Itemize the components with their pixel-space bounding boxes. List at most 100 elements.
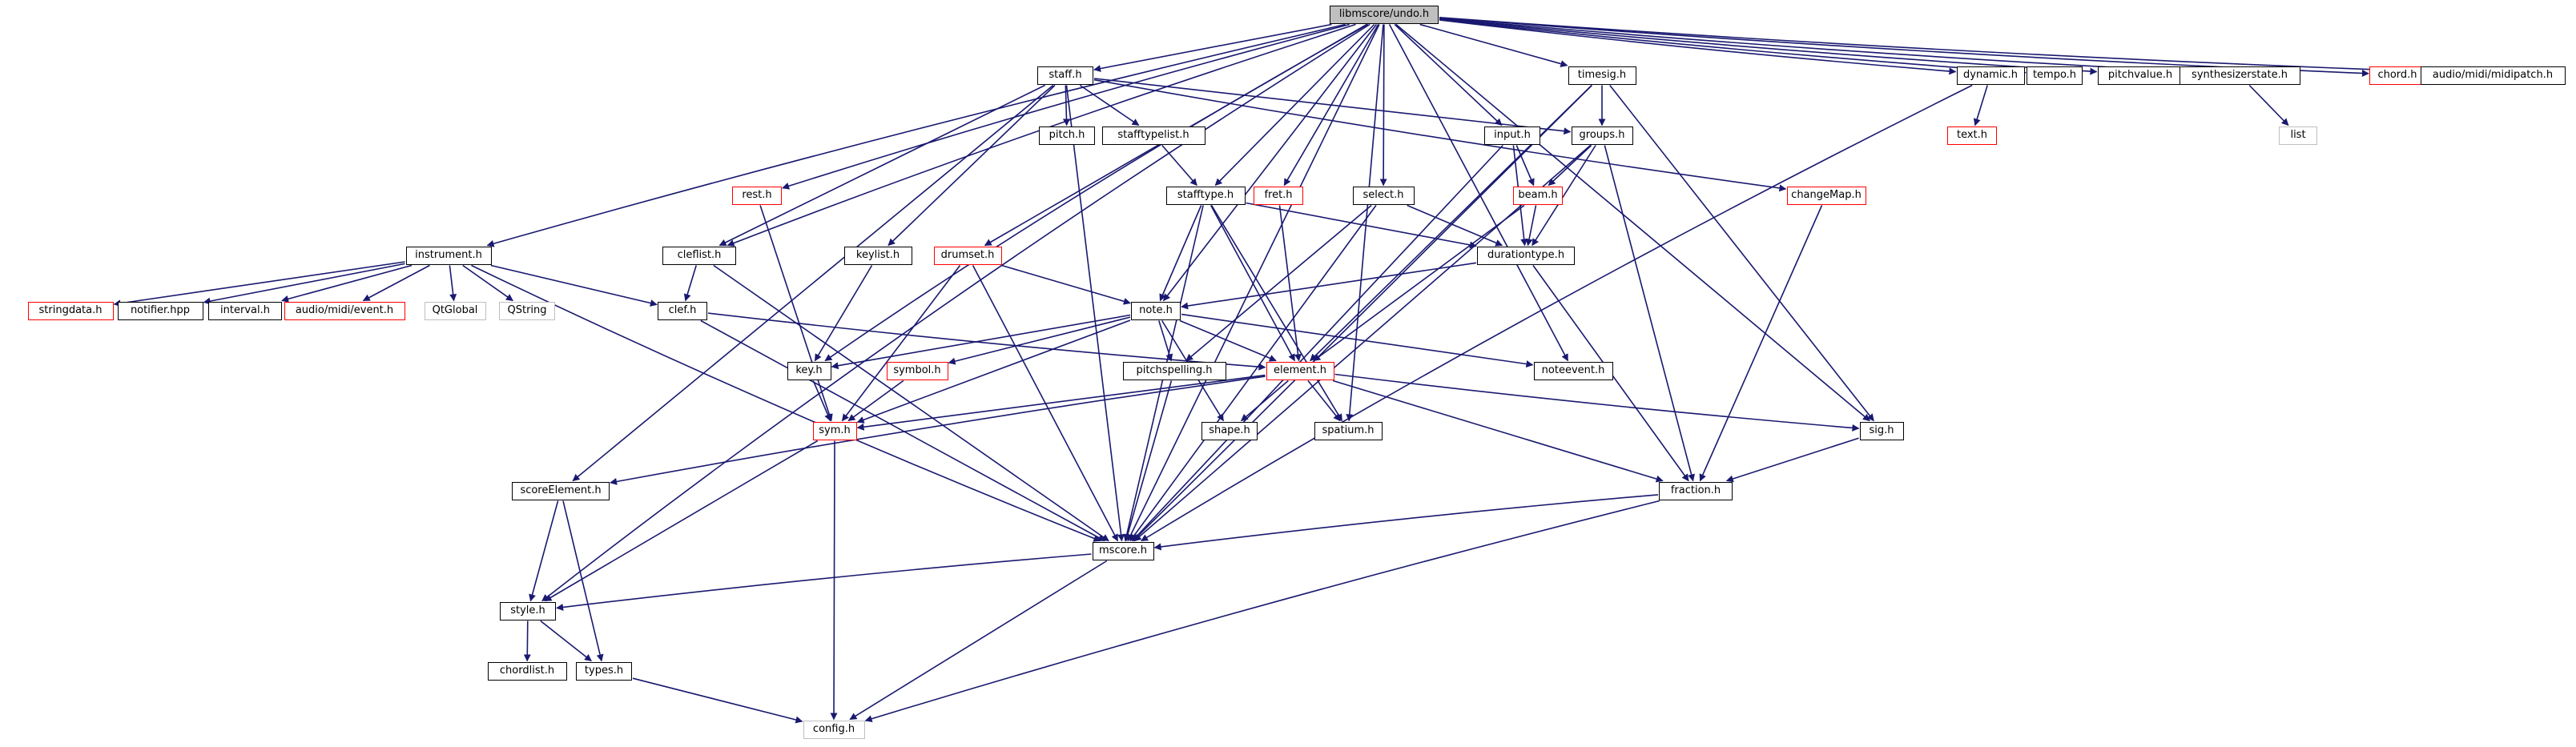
- edge-staff-to-changemap: [1093, 78, 1787, 192]
- edge-style-to-types: [540, 620, 592, 662]
- node-element[interactable]: element.h: [1266, 361, 1334, 380]
- edge-select-to-durationtype: [1407, 204, 1503, 247]
- edge-stafftype-to-durationtype: [1246, 202, 1477, 249]
- edge-dynamic-to-text: [1973, 85, 1988, 127]
- edge-keylist-to-key: [814, 265, 873, 362]
- node-sig[interactable]: sig.h: [1859, 421, 1904, 440]
- edge-instrument-to-clef: [490, 264, 658, 307]
- edge-input-to-beam: [1515, 145, 1535, 187]
- edge-undo-to-mscore: [1127, 24, 1380, 542]
- node-chordlist[interactable]: chordlist.h: [487, 661, 567, 681]
- edge-instrument-to-qtglobal: [449, 265, 457, 302]
- edge-changemap-to-fraction: [1699, 205, 1823, 482]
- node-label: fret.h: [1264, 188, 1293, 201]
- node-input[interactable]: input.h: [1484, 126, 1540, 145]
- node-label: element.h: [1274, 363, 1326, 376]
- node-groups[interactable]: groups.h: [1571, 126, 1633, 145]
- node-shape[interactable]: shape.h: [1201, 421, 1258, 440]
- node-drumset[interactable]: drumset.h: [933, 246, 1002, 265]
- node-select[interactable]: select.h: [1352, 186, 1415, 205]
- node-label: durationtype.h: [1487, 248, 1565, 261]
- node-stafftype[interactable]: stafftype.h: [1165, 186, 1246, 205]
- node-scoreelement[interactable]: scoreElement.h: [512, 481, 610, 500]
- edge-fret-to-element: [1278, 205, 1302, 362]
- node-label: pitchvalue.h: [2107, 68, 2173, 81]
- edge-note-to-key: [831, 314, 1131, 370]
- edge-clef-to-element: [707, 312, 1266, 371]
- edge-undo-to-note: [1162, 24, 1378, 302]
- edge-select-to-mscore: [1129, 205, 1377, 542]
- node-note[interactable]: note.h: [1131, 301, 1181, 320]
- node-stringdata[interactable]: stringdata.h: [27, 301, 114, 320]
- node-chord[interactable]: chord.h: [2369, 66, 2425, 85]
- node-mscore[interactable]: mscore.h: [1092, 541, 1154, 560]
- node-notifier[interactable]: notifier.hpp: [117, 301, 203, 320]
- edge-staff-to-scoreelement: [572, 84, 1054, 482]
- edge-pitchspelling-to-mscore: [1124, 380, 1173, 542]
- node-timesig[interactable]: timesig.h: [1568, 66, 1636, 85]
- node-synthesizerstate[interactable]: synthesizerstate.h: [2179, 66, 2300, 85]
- node-label: list: [2290, 128, 2306, 141]
- node-interval[interactable]: interval.h: [208, 301, 282, 320]
- node-style[interactable]: style.h: [500, 601, 556, 620]
- node-label: input.h: [1494, 128, 1531, 141]
- node-label: clef.h: [668, 303, 697, 316]
- node-cleflist[interactable]: cleflist.h: [662, 246, 736, 265]
- edge-undo-to-staff: [1093, 23, 1332, 73]
- node-spatium[interactable]: spatium.h: [1314, 421, 1383, 440]
- edge-dynamic-to-mscore: [1141, 84, 1973, 542]
- node-fraction[interactable]: fraction.h: [1659, 481, 1733, 500]
- node-beam[interactable]: beam.h: [1513, 186, 1563, 205]
- node-tempo[interactable]: tempo.h: [2027, 66, 2083, 85]
- node-midievent[interactable]: audio/midi/event.h: [284, 301, 405, 320]
- edge-undo-to-cleflist: [727, 23, 1356, 247]
- node-label: chordlist.h: [499, 664, 555, 677]
- node-midipatch[interactable]: audio/midi/midipatch.h: [2420, 66, 2566, 85]
- edge-element-to-spatium: [1307, 380, 1341, 422]
- node-rest[interactable]: rest.h: [732, 186, 782, 205]
- node-key[interactable]: key.h: [787, 361, 831, 380]
- node-changemap[interactable]: changeMap.h: [1786, 186, 1866, 205]
- node-label: select.h: [1362, 188, 1404, 201]
- node-staff[interactable]: staff.h: [1037, 66, 1093, 85]
- node-keylist[interactable]: keylist.h: [843, 246, 912, 265]
- node-label: stafftypelist.h: [1117, 128, 1189, 141]
- edge-instrument-to-stringdata: [113, 261, 405, 307]
- node-undo[interactable]: libmscore/undo.h: [1330, 5, 1439, 24]
- edge-clef-to-mscore: [700, 319, 1105, 542]
- node-durationtype[interactable]: durationtype.h: [1477, 246, 1575, 265]
- edge-beam-to-element: [1313, 204, 1525, 362]
- node-dynamic[interactable]: dynamic.h: [1956, 66, 2025, 85]
- edge-beam-to-durationtype: [1525, 205, 1537, 247]
- edge-undo-to-instrument: [486, 23, 1346, 247]
- edge-element-to-sig: [1334, 373, 1860, 432]
- edge-staff-to-groups: [1093, 78, 1572, 135]
- node-symbol[interactable]: symbol.h: [886, 361, 948, 380]
- node-stafftypelist[interactable]: stafftypelist.h: [1101, 126, 1205, 145]
- node-label: keylist.h: [855, 248, 900, 261]
- edge-note-to-noteevent: [1181, 313, 1534, 368]
- node-pitch[interactable]: pitch.h: [1039, 126, 1095, 145]
- edge-element-to-shape: [1241, 380, 1289, 422]
- edge-staff-to-cleflist: [718, 84, 1045, 247]
- node-label: symbol.h: [893, 363, 941, 376]
- node-pitchvalue[interactable]: pitchvalue.h: [2097, 66, 2184, 85]
- edge-groups-to-beam: [1548, 144, 1592, 187]
- node-noteevent[interactable]: noteevent.h: [1533, 361, 1613, 380]
- node-clef[interactable]: clef.h: [658, 301, 707, 320]
- edge-undo-to-noteevent: [1388, 24, 1569, 362]
- edge-sig-to-fraction: [1725, 437, 1859, 483]
- node-label: shape.h: [1209, 424, 1250, 436]
- node-text[interactable]: text.h: [1947, 126, 1997, 145]
- node-label: drumset.h: [940, 248, 995, 261]
- node-pitchspelling[interactable]: pitchspelling.h: [1122, 361, 1226, 380]
- node-label: key.h: [795, 363, 823, 376]
- edge-rest-to-sym: [759, 205, 833, 422]
- node-sym[interactable]: sym.h: [812, 421, 857, 440]
- edge-stafftype-to-note: [1159, 205, 1202, 302]
- node-types[interactable]: types.h: [576, 661, 632, 681]
- node-config: config.h: [803, 720, 865, 739]
- node-instrument[interactable]: instrument.h: [405, 246, 492, 265]
- node-fret[interactable]: fret.h: [1254, 186, 1303, 205]
